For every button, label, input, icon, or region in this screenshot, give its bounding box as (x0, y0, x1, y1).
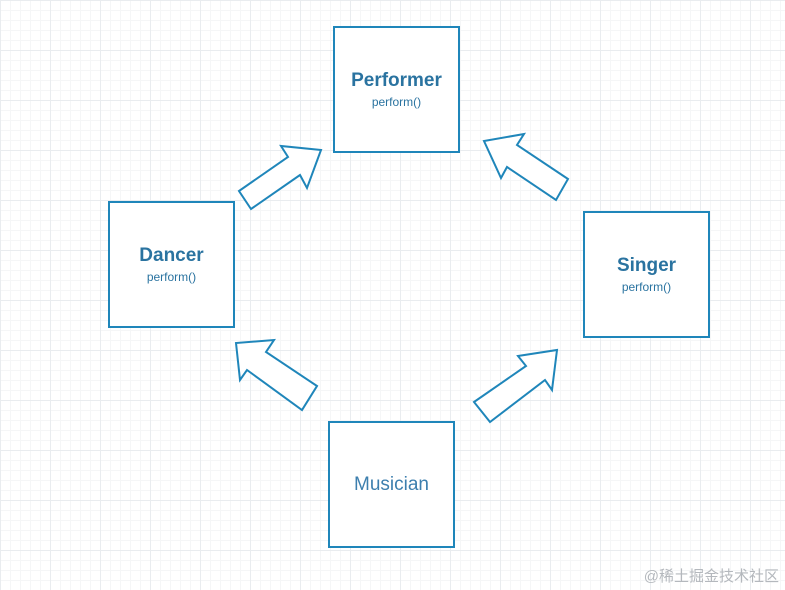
arrow-dancer-to-performer (237, 144, 323, 211)
singer-title: Singer (616, 254, 677, 276)
arrow-singer-to-performer (482, 132, 570, 202)
arrow-musician-to-dancer (234, 338, 319, 412)
dancer-method: perform() (146, 269, 197, 284)
singer-node: Singer perform() (583, 211, 710, 338)
watermark: @稀土掘金技术社区 (643, 568, 779, 585)
performer-method: perform() (371, 94, 422, 109)
dancer-node: Dancer perform() (108, 201, 235, 328)
musician-title: Musician (354, 473, 429, 495)
dancer-title: Dancer (139, 244, 204, 266)
arrow-musician-to-singer (472, 348, 559, 424)
musician-node: Musician (328, 421, 455, 548)
singer-method: perform() (621, 279, 672, 294)
performer-node: Performer perform() (333, 26, 460, 153)
performer-title: Performer (351, 69, 442, 91)
